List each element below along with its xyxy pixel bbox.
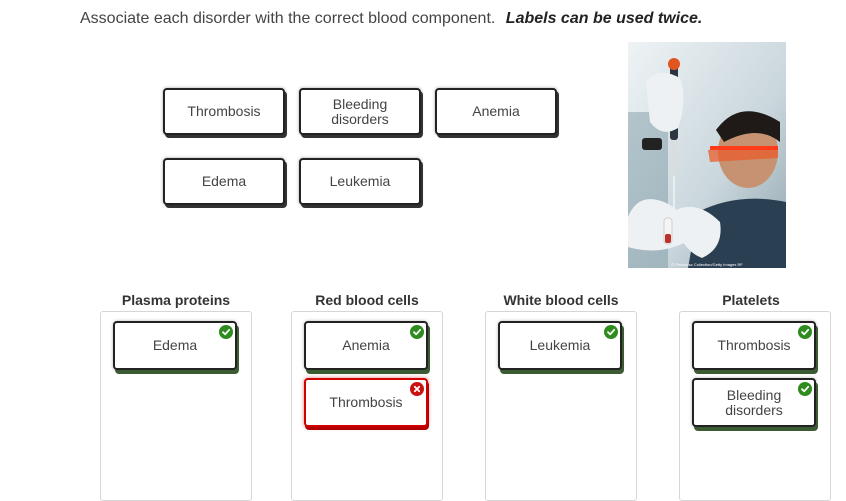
- drop-zone-platelets[interactable]: Thrombosis Bleeding disorders: [679, 311, 831, 501]
- column-title-white-blood-cells: White blood cells: [503, 292, 619, 308]
- label-card-leukemia[interactable]: Leukemia: [299, 158, 421, 205]
- placed-label-leukemia[interactable]: Leukemia: [498, 321, 622, 370]
- label-text: Bleeding disorders: [331, 95, 389, 127]
- column-title-red-blood-cells: Red blood cells: [315, 292, 419, 308]
- placed-label-thrombosis-incorrect[interactable]: Thrombosis: [304, 378, 428, 427]
- drop-zone-plasma-proteins[interactable]: Edema: [100, 311, 252, 501]
- column-title-plasma-proteins: Plasma proteins: [121, 292, 231, 308]
- label-card-anemia[interactable]: Anemia: [435, 88, 557, 135]
- placed-label-text: Bleeding disorders: [725, 386, 783, 418]
- check-icon: [798, 325, 812, 339]
- drop-zone-red-blood-cells[interactable]: Anemia Thrombosis: [291, 311, 443, 501]
- check-icon: [410, 325, 424, 339]
- x-mark-icon: [410, 382, 424, 396]
- label-text: Thrombosis: [187, 103, 261, 119]
- placed-label-edema[interactable]: Edema: [113, 321, 237, 370]
- label-card-edema[interactable]: Edema: [163, 158, 285, 205]
- check-icon: [798, 382, 812, 396]
- placed-label-text: Thrombosis: [329, 394, 403, 410]
- photo-illustration: [628, 42, 786, 268]
- check-icon: [604, 325, 618, 339]
- photo-credit: © Photodisc Collection/Getty Images RF: [671, 262, 743, 267]
- instructions-emphasis: Labels can be used twice.: [505, 10, 703, 27]
- placed-label-bleeding-disorders[interactable]: Bleeding disorders: [692, 378, 816, 427]
- placed-label-anemia[interactable]: Anemia: [304, 321, 428, 370]
- placed-label-text: Anemia: [342, 337, 390, 353]
- scientist-pipette-photo: © Photodisc Collection/Getty Images RF: [628, 42, 786, 268]
- instructions: Associate each disorder with the correct…: [80, 10, 702, 28]
- placed-label-text: Leukemia: [529, 337, 591, 353]
- label-text: Anemia: [472, 103, 520, 119]
- label-card-thrombosis[interactable]: Thrombosis: [163, 88, 285, 135]
- label-card-bleeding-disorders[interactable]: Bleeding disorders: [299, 88, 421, 135]
- placed-label-text: Thrombosis: [717, 337, 791, 353]
- label-text: Leukemia: [329, 173, 391, 189]
- instructions-text: Associate each disorder with the correct…: [80, 10, 496, 27]
- placed-label-text: Edema: [152, 337, 198, 353]
- column-title-platelets: Platelets: [722, 292, 780, 308]
- placed-label-thrombosis[interactable]: Thrombosis: [692, 321, 816, 370]
- label-text: Edema: [201, 173, 247, 189]
- drop-zone-white-blood-cells[interactable]: Leukemia: [485, 311, 637, 501]
- check-icon: [219, 325, 233, 339]
